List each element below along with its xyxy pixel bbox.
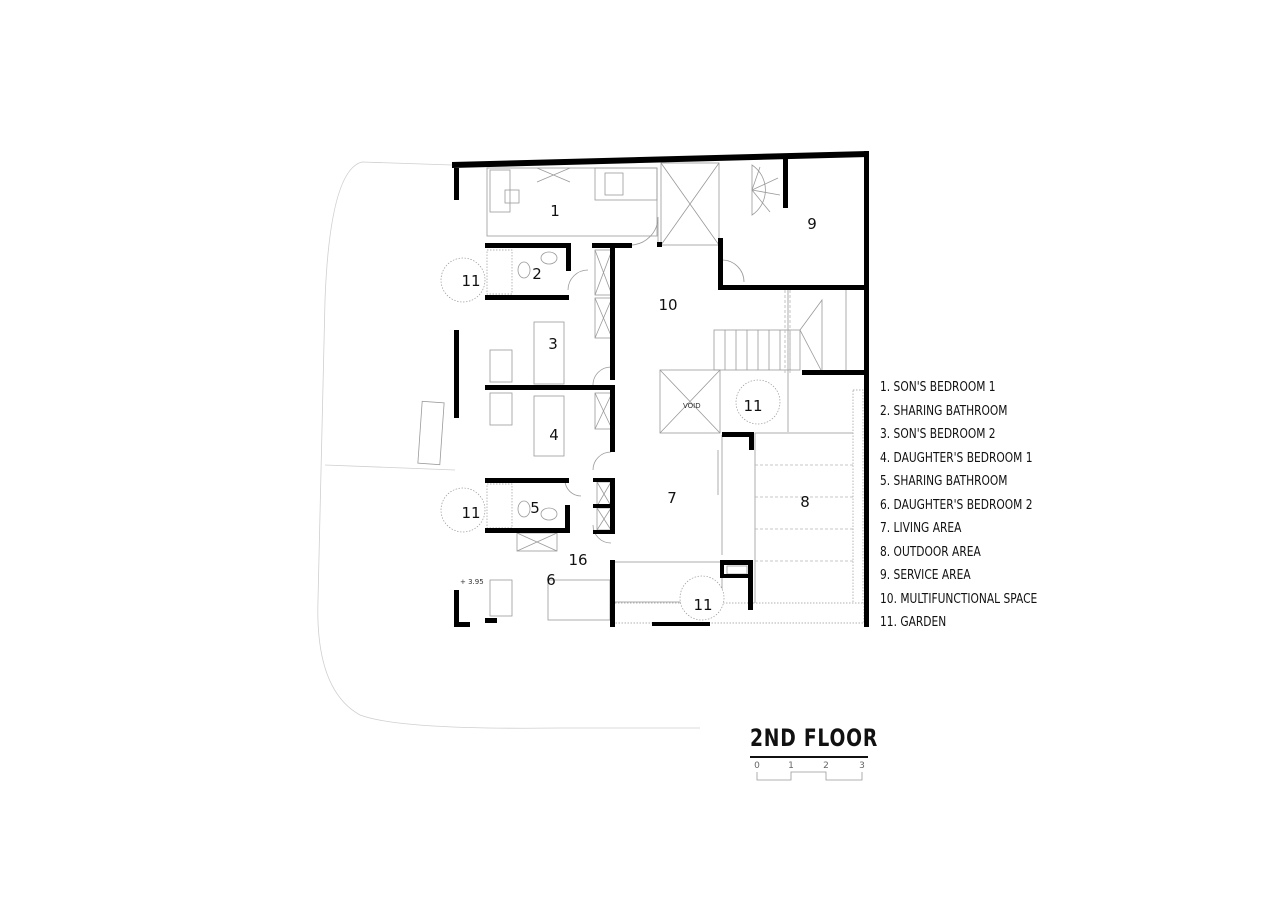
scale-tick-label: 2 (823, 761, 829, 771)
legend-item: 7. LIVING AREA (880, 521, 962, 536)
room-label-3: 3 (548, 335, 558, 353)
walls (452, 151, 869, 627)
legend-item: 8. OUTDOOR AREA (880, 544, 981, 560)
legend-item: 3. SON'S BEDROOM 2 (880, 427, 996, 442)
room-label-4: 4 (549, 426, 559, 444)
garden-label: 11 (693, 596, 712, 614)
room-label-1: 1 (550, 202, 560, 220)
garden-plants (440, 257, 781, 621)
scale-tick-label: 0 (754, 761, 760, 771)
exterior-planter (417, 400, 445, 466)
drawing-title: 2ND FLOOR (750, 724, 879, 752)
neighbor-line (324, 464, 456, 471)
scale-tick-label: 3 (859, 761, 865, 771)
room-label-10: 10 (658, 296, 677, 314)
legend: 1. SON'S BEDROOM 1 2. SHARING BATHROOM 3… (880, 376, 1037, 635)
legend-item: 5. SHARING BATHROOM (880, 474, 1008, 489)
garden-label: 11 (743, 397, 762, 415)
room-label-2: 2 (532, 265, 542, 283)
room-label-8: 8 (800, 493, 810, 511)
room-label-16: 16 (568, 551, 587, 569)
legend-item: 9. SERVICE AREA (880, 568, 971, 583)
legend-item: 2. SHARING BATHROOM (880, 403, 1008, 419)
room-label-9: 9 (807, 215, 817, 233)
void-label: VOID (683, 402, 701, 410)
scale-tick-label: 1 (788, 761, 794, 771)
legend-item: 11. GARDEN (880, 615, 947, 630)
room-label-6: 6 (546, 571, 556, 589)
legend-item: 6. DAUGHTER'S BEDROOM 2 (880, 497, 1033, 513)
garden-label: 11 (461, 504, 480, 522)
room-label-7: 7 (667, 489, 677, 507)
legend-item: 10. MULTIFUNCTIONAL SPACE (880, 591, 1038, 607)
site-boundary (317, 161, 700, 729)
scale-bar: 0 1 2 3 (750, 756, 868, 781)
level-mark: + 3.95 (460, 578, 484, 586)
garden-label: 11 (461, 272, 480, 290)
legend-item: 4. DAUGHTER'S BEDROOM 1 (880, 450, 1033, 466)
legend-item: 1. SON'S BEDROOM 1 (880, 380, 996, 395)
room-label-5: 5 (530, 499, 540, 517)
